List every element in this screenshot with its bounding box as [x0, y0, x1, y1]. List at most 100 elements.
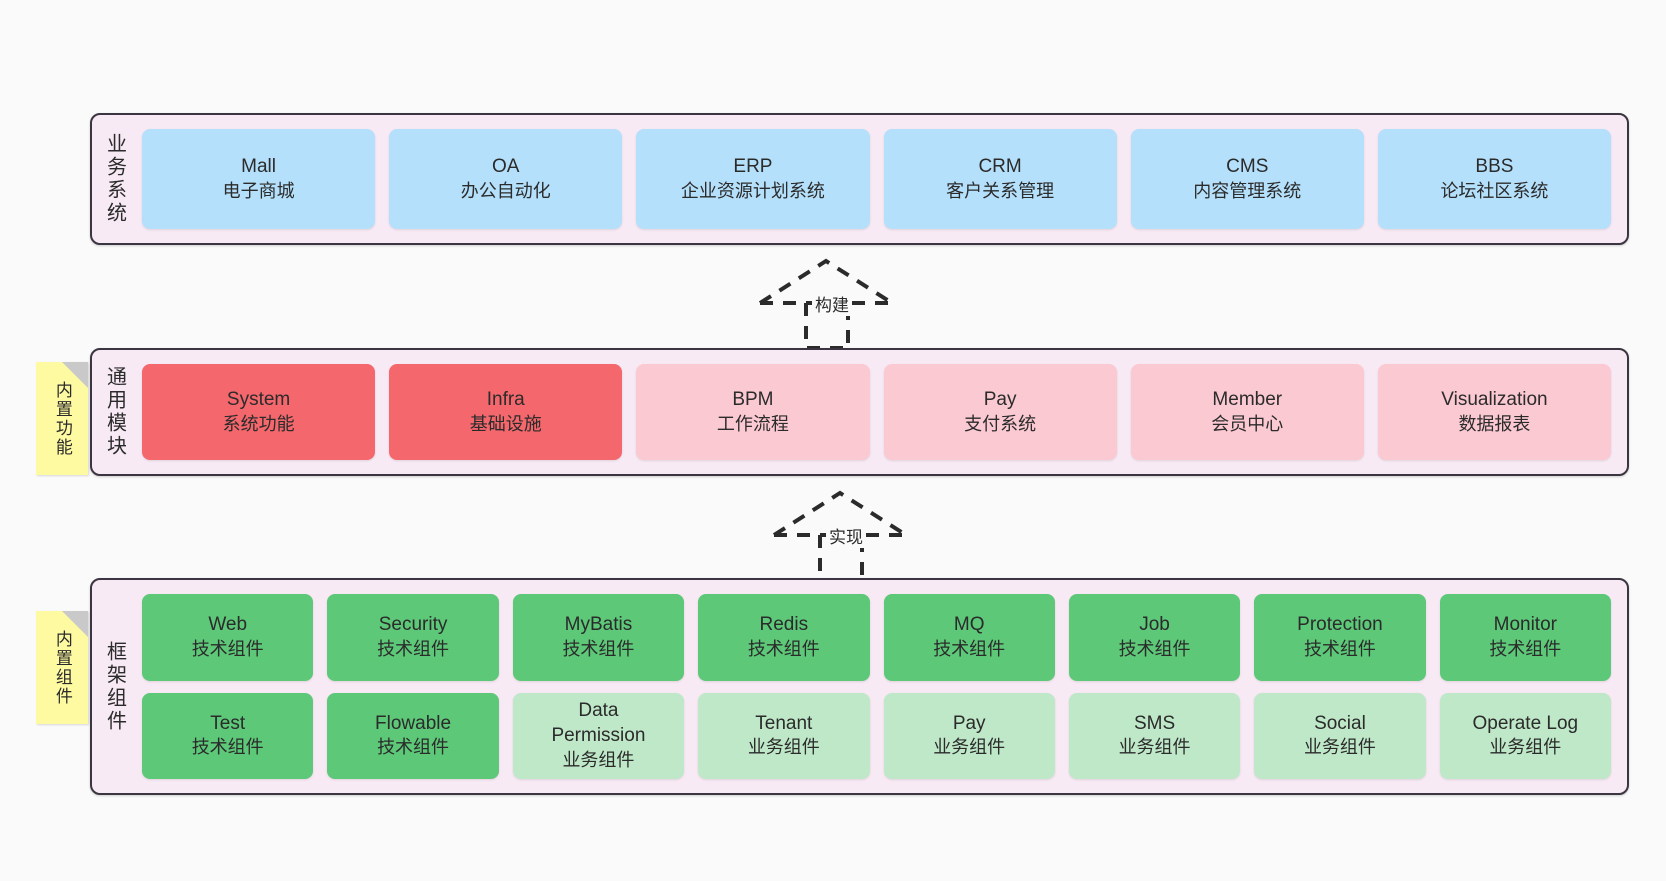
- card-visualization[interactable]: Visualization 数据报表: [1377, 364, 1612, 460]
- card-operate-log[interactable]: Operate Log 业务组件: [1439, 692, 1611, 779]
- card-bbs-name: BBS: [1475, 155, 1514, 177]
- card-job-name: Job: [1139, 614, 1170, 636]
- card-redis-desc: 技术组件: [747, 638, 820, 659]
- card-visualization-desc: 数据报表: [1458, 413, 1531, 434]
- connector-implement-label: 实现: [826, 523, 866, 548]
- card-member-name: Member: [1212, 388, 1283, 410]
- layer-common-module: 通用模块 System 系统功能 Infra 基础设施 BPM 工作流程 Pay…: [90, 348, 1629, 476]
- card-test-name: Test: [210, 712, 246, 734]
- card-mq-name: MQ: [953, 614, 985, 636]
- connector-implement: 实现: [770, 487, 930, 582]
- sticky-fold-corner-icon: [62, 611, 88, 637]
- card-mall-desc: 电子商城: [222, 180, 295, 201]
- card-sms-desc: 业务组件: [1118, 737, 1191, 758]
- card-member[interactable]: Member 会员中心: [1130, 364, 1364, 460]
- card-cms-desc: 内容管理系统: [1193, 180, 1302, 201]
- card-erp[interactable]: ERP 企业资源计划系统: [636, 129, 870, 229]
- framework-row-technical: Web 技术组件 Security 技术组件 MyBatis 技术组件 Redi…: [142, 594, 1611, 681]
- card-redis[interactable]: Redis 技术组件: [698, 594, 870, 681]
- card-cms-name: CMS: [1226, 155, 1269, 177]
- layer-title-common-module: 通用模块: [103, 366, 126, 458]
- sticky-fold-corner-icon: [62, 362, 88, 388]
- card-social-desc: 业务组件: [1303, 737, 1376, 758]
- card-oa-name: OA: [492, 155, 520, 177]
- card-pay-module[interactable]: Pay 支付系统: [883, 364, 1117, 460]
- card-redis-name: Redis: [759, 614, 809, 636]
- card-protection-name: Protection: [1297, 614, 1383, 636]
- card-web-name: Web: [208, 614, 248, 636]
- card-mybatis[interactable]: MyBatis 技术组件: [512, 594, 685, 681]
- card-flowable-name: Flowable: [375, 712, 452, 734]
- card-operate-log-desc: 业务组件: [1489, 737, 1562, 758]
- card-data-permission[interactable]: Data Permission 业务组件: [512, 692, 685, 779]
- card-bpm[interactable]: BPM 工作流程: [636, 364, 870, 460]
- layer-title-business-system: 业务系统: [103, 133, 126, 225]
- card-tenant-name: Tenant: [755, 712, 813, 734]
- card-infra[interactable]: Infra 基础设施: [389, 364, 623, 460]
- card-oa-desc: 办公自动化: [460, 180, 551, 201]
- card-pay-component[interactable]: Pay 业务组件: [883, 692, 1055, 779]
- card-tenant-desc: 业务组件: [747, 737, 820, 758]
- card-pay-component-name: Pay: [952, 712, 986, 734]
- card-system[interactable]: System 系统功能: [142, 364, 376, 460]
- framework-component-card-list: Web 技术组件 Security 技术组件 MyBatis 技术组件 Redi…: [136, 580, 1627, 793]
- card-bpm-desc: 工作流程: [716, 413, 789, 434]
- card-social-name: Social: [1314, 712, 1366, 734]
- connector-build: 构建: [756, 255, 916, 350]
- sticky-note-builtin-component: 内置组件: [36, 611, 88, 724]
- card-crm-name: CRM: [978, 155, 1022, 177]
- card-cms[interactable]: CMS 内容管理系统: [1130, 129, 1364, 229]
- card-pay-component-desc: 业务组件: [933, 737, 1006, 758]
- card-test-desc: 技术组件: [191, 737, 264, 758]
- sticky-note-builtin-component-label: 内置组件: [52, 629, 72, 706]
- card-bbs-desc: 论坛社区系统: [1440, 180, 1549, 201]
- common-module-card-list: System 系统功能 Infra 基础设施 BPM 工作流程 Pay 支付系统…: [136, 350, 1627, 474]
- card-mall[interactable]: Mall 电子商城: [142, 129, 376, 229]
- card-web[interactable]: Web 技术组件: [142, 594, 314, 681]
- card-crm-desc: 客户关系管理: [946, 180, 1055, 201]
- card-data-permission-name: Data Permission: [551, 700, 646, 747]
- card-social[interactable]: Social 业务组件: [1254, 692, 1426, 779]
- card-system-desc: 系统功能: [222, 413, 295, 434]
- card-member-desc: 会员中心: [1211, 413, 1284, 434]
- card-crm[interactable]: CRM 客户关系管理: [883, 129, 1117, 229]
- card-flowable[interactable]: Flowable 技术组件: [327, 692, 499, 779]
- layer-title-framework-component: 框架组件: [103, 640, 126, 733]
- sticky-note-builtin-function-label: 内置功能: [52, 380, 72, 457]
- card-erp-desc: 企业资源计划系统: [680, 180, 825, 201]
- card-security-name: Security: [378, 614, 448, 636]
- card-pay-module-name: Pay: [983, 388, 1017, 410]
- card-flowable-desc: 技术组件: [377, 737, 450, 758]
- card-mq-desc: 技术组件: [933, 638, 1006, 659]
- card-mybatis-name: MyBatis: [564, 614, 633, 636]
- card-sms[interactable]: SMS 业务组件: [1068, 692, 1241, 779]
- card-infra-desc: 基础设施: [469, 413, 542, 434]
- card-test[interactable]: Test 技术组件: [142, 692, 314, 779]
- card-system-name: System: [226, 388, 291, 410]
- card-job-desc: 技术组件: [1118, 638, 1191, 659]
- card-security[interactable]: Security 技术组件: [327, 594, 499, 681]
- card-mall-name: Mall: [241, 155, 276, 177]
- card-mq[interactable]: MQ 技术组件: [883, 594, 1055, 681]
- card-monitor[interactable]: Monitor 技术组件: [1439, 594, 1611, 681]
- card-oa[interactable]: OA 办公自动化: [389, 129, 623, 229]
- card-job[interactable]: Job 技术组件: [1068, 594, 1241, 681]
- connector-build-arrow: [758, 258, 894, 350]
- card-visualization-name: Visualization: [1441, 388, 1548, 410]
- card-protection-desc: 技术组件: [1303, 638, 1376, 659]
- card-pay-module-desc: 支付系统: [964, 413, 1037, 434]
- card-bbs[interactable]: BBS 论坛社区系统: [1377, 129, 1612, 229]
- card-monitor-name: Monitor: [1493, 614, 1557, 636]
- card-tenant[interactable]: Tenant 业务组件: [698, 692, 870, 779]
- business-system-card-list: Mall 电子商城 OA 办公自动化 ERP 企业资源计划系统 CRM 客户关系…: [136, 115, 1627, 243]
- sticky-note-builtin-function: 内置功能: [36, 362, 88, 475]
- card-erp-name: ERP: [733, 155, 773, 177]
- connector-implement-arrow: [772, 490, 908, 582]
- framework-row-business: Test 技术组件 Flowable 技术组件 Data Permission …: [142, 692, 1611, 779]
- card-monitor-desc: 技术组件: [1489, 638, 1562, 659]
- card-bpm-name: BPM: [732, 388, 774, 410]
- card-protection[interactable]: Protection 技术组件: [1254, 594, 1426, 681]
- card-sms-name: SMS: [1133, 712, 1176, 734]
- card-data-permission-desc: 业务组件: [562, 749, 635, 770]
- card-mybatis-desc: 技术组件: [562, 638, 635, 659]
